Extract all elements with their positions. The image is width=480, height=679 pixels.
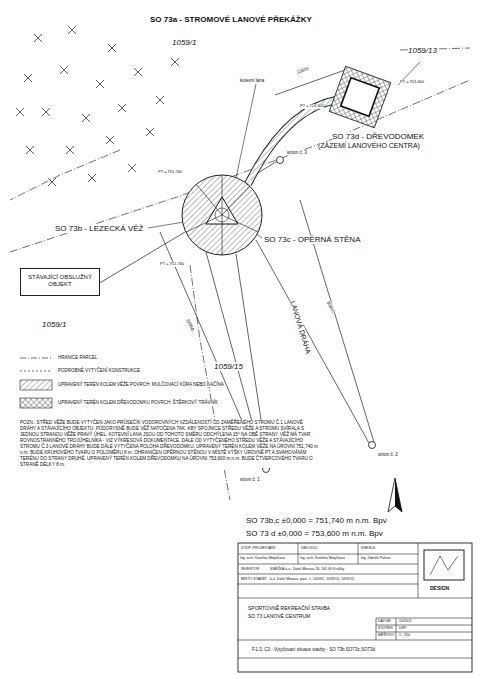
elevation: PT = 753,600 xyxy=(400,80,424,85)
title-cell: INVESTOR xyxy=(241,567,259,571)
note-text: POZN.: STŘED VĚŽE BUDE VYTYČEN JAKO PRŮS… xyxy=(20,420,320,468)
elevation: PT = 753,600 xyxy=(300,104,324,109)
object-title: SO 73d - DŘEVODOMEK xyxy=(332,132,424,141)
title-cell: SNĚŽKA a.s., Dolní Morava 28, 561 69 Krá… xyxy=(270,567,344,571)
parcel-number: 1059/13 xyxy=(408,46,437,55)
wooden-house xyxy=(329,66,391,128)
title-cell: Ing. arch. Kateřina Motyčková xyxy=(300,557,345,561)
object-title: SO 73b - LEZECKÁ VĚŽ xyxy=(55,224,143,233)
climbing-tower xyxy=(182,175,262,255)
title-cell: Ing. Zdeněk Paloun xyxy=(361,557,390,561)
legend-samples xyxy=(20,358,52,408)
tree-symbols xyxy=(16,26,179,186)
legend-text: PODROBNÉ VYTYČENÍ KONSTRUKCE xyxy=(58,368,140,373)
building-box: STÁVAJÍCÍ OBSLUŽNÝ OBJEKT xyxy=(20,268,100,296)
elevation: PT = 751,740 xyxy=(160,262,184,267)
rope-lines xyxy=(98,70,374,467)
title-block xyxy=(238,543,472,672)
tree-label: strom č. 3 xyxy=(287,150,307,155)
node-text: STÁVAJÍCÍ OBSLUŽNÝ OBJEKT xyxy=(28,274,92,287)
title-cell: 10/2011 xyxy=(399,619,412,623)
elevation-datum: SO 73b,c ±0,000 = 751,740 m n.m. Bpv xyxy=(246,516,387,525)
object-title: SO 73c - OPĚRNÁ STĚNA xyxy=(264,235,360,244)
tree-label: strom č. 2 xyxy=(378,452,398,457)
project-name: SO 73 LANOVÉ CENTRUM xyxy=(248,614,310,620)
tree-label: strom č. 1 xyxy=(240,477,260,482)
elevation: PT = 751,740 xyxy=(158,170,182,175)
elevation-datum: SO 73 d ±0,000 = 753,600 m n.m. Bpv xyxy=(246,529,383,538)
title-cell: 1 : 250 xyxy=(399,633,410,637)
parcel-boundary xyxy=(10,48,470,500)
parcel-number: 1059/1 xyxy=(172,38,196,47)
dimension: 11820 xyxy=(296,66,309,75)
legend-text: HRANICE PARCEL xyxy=(58,355,97,360)
project-name: SPORTOVNĚ REKREAČNÍ STAVBA xyxy=(248,606,330,612)
title-cell: VEDOUCÍ xyxy=(301,546,317,550)
title-cell: ZODP. PROJEKTANT xyxy=(241,546,276,550)
dimension: 35850 xyxy=(325,300,335,313)
dimension: 32050 xyxy=(185,318,195,332)
title-cell: MÍSTO STAVBY xyxy=(241,577,267,581)
parcel-number: 1059/1 xyxy=(42,320,66,329)
parcel-number: 1059/15 xyxy=(214,362,243,371)
title-cell: MĚŘÍTKO xyxy=(378,633,394,637)
north-arrow xyxy=(388,478,402,512)
legend-text: UPRAVENÝ TERÉN KOLEM VĚŽE POVRCH: MULČOV… xyxy=(58,382,224,387)
object-subtitle: (ZÁZEMÍ LANOVÉHO CENTRA) xyxy=(318,142,420,150)
drawing-title: F.1.3. C3 - Vytyčovací situace stavby - … xyxy=(252,647,375,652)
title-cell: DATUM xyxy=(378,619,391,623)
title-cell: STUPEŇ xyxy=(378,626,393,630)
title-cell: KRESLIL xyxy=(361,546,376,550)
legend-text: UPRAVENÝ TERÉN KOLEM DŘEVODOMKU POVRCH: … xyxy=(58,400,218,405)
title-cell: k.ú. Dolní Morava, parc. č. 1059/1, 1059… xyxy=(270,577,354,581)
logo-text: DESIGN xyxy=(430,586,449,592)
title-cell: Ing. arch. Kateřina Motyčková xyxy=(240,557,285,561)
rope-line-label: LANOVÁ DRÁHA xyxy=(288,300,312,355)
object-title: SO 73a - STROMOVÉ LANOVÉ PŘEKÁŽKY xyxy=(150,15,312,24)
title-cell: DSP xyxy=(399,626,406,630)
anchor-note: kotevní lana xyxy=(240,78,264,83)
